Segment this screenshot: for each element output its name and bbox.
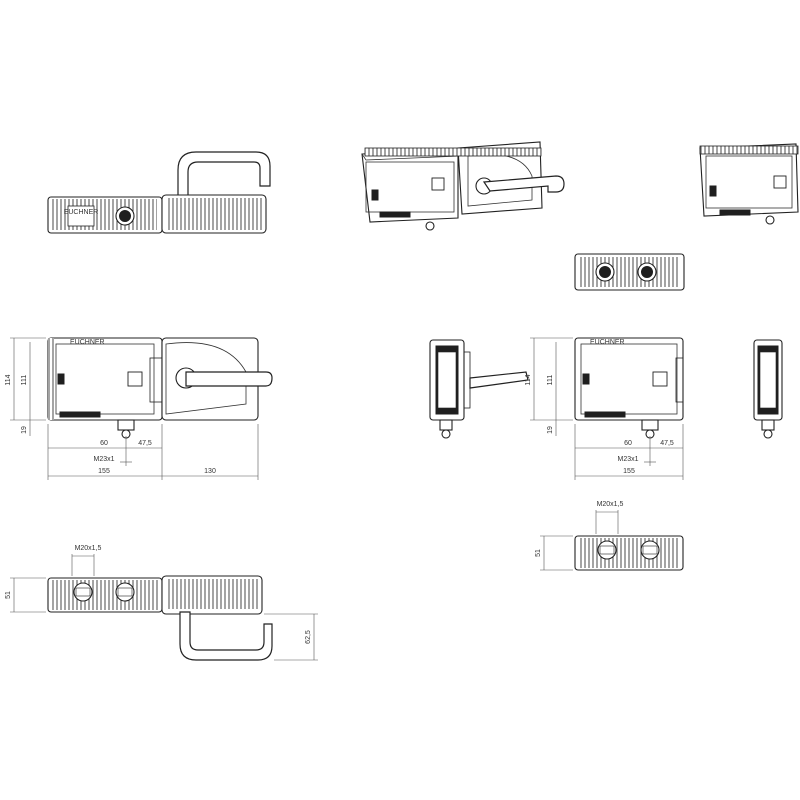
dim-60: 60 xyxy=(100,440,108,447)
door-handle-icon xyxy=(469,371,529,389)
front-view-right: EUCHNER 114 111 19 60 47,5 M23x1 155 xyxy=(525,337,684,480)
top-view-left: EUCHNER xyxy=(47,151,271,234)
side-view-module xyxy=(753,339,783,439)
dim-111: 111 xyxy=(21,375,28,386)
iso-view-module xyxy=(699,143,799,225)
dim-114: 114 xyxy=(5,374,12,385)
dim-47-5: 47,5 xyxy=(138,440,152,447)
dim-155: 155 xyxy=(623,468,635,475)
dim-111: 111 xyxy=(547,375,554,386)
dim-130: 130 xyxy=(204,468,216,475)
door-handle-icon xyxy=(179,611,273,661)
bottom-view-right: M20x1,5 51 xyxy=(535,501,684,571)
thread-m20: M20x1,5 xyxy=(75,545,102,552)
iso-view-assembly xyxy=(361,141,565,231)
top-view-module xyxy=(574,253,685,291)
m23-connector-icon xyxy=(425,221,435,231)
front-view-left: EUCHNER 114 111 19 60 47,5 M23x1 155 130 xyxy=(5,337,273,480)
logo-label: EUCHNER xyxy=(64,209,99,216)
logo-label: EUCHNER xyxy=(70,339,105,346)
m23-connector-icon xyxy=(765,215,775,225)
dim-47-5: 47,5 xyxy=(660,440,674,447)
door-handle-icon xyxy=(177,151,271,197)
dim-60: 60 xyxy=(624,440,632,447)
door-handle-icon xyxy=(185,371,273,387)
door-handle-icon xyxy=(482,175,565,193)
m23-connector-icon xyxy=(641,419,659,431)
side-view-handle xyxy=(429,339,529,439)
dim-51: 51 xyxy=(535,549,542,557)
logo-label: EUCHNER xyxy=(590,339,625,346)
dim-62-5: 62,5 xyxy=(305,630,312,644)
thread-m20: M20x1,5 xyxy=(597,501,624,508)
dim-19: 19 xyxy=(21,426,28,434)
thread-m23: M23x1 xyxy=(617,456,638,463)
m23-connector-icon xyxy=(117,419,135,431)
dim-155: 155 xyxy=(98,468,110,475)
dim-19: 19 xyxy=(547,426,554,434)
bottom-view-left: M20x1,5 51 62,5 xyxy=(5,545,318,661)
dim-114: 114 xyxy=(525,374,532,385)
thread-m23: M23x1 xyxy=(93,456,114,463)
dim-51: 51 xyxy=(5,591,12,599)
